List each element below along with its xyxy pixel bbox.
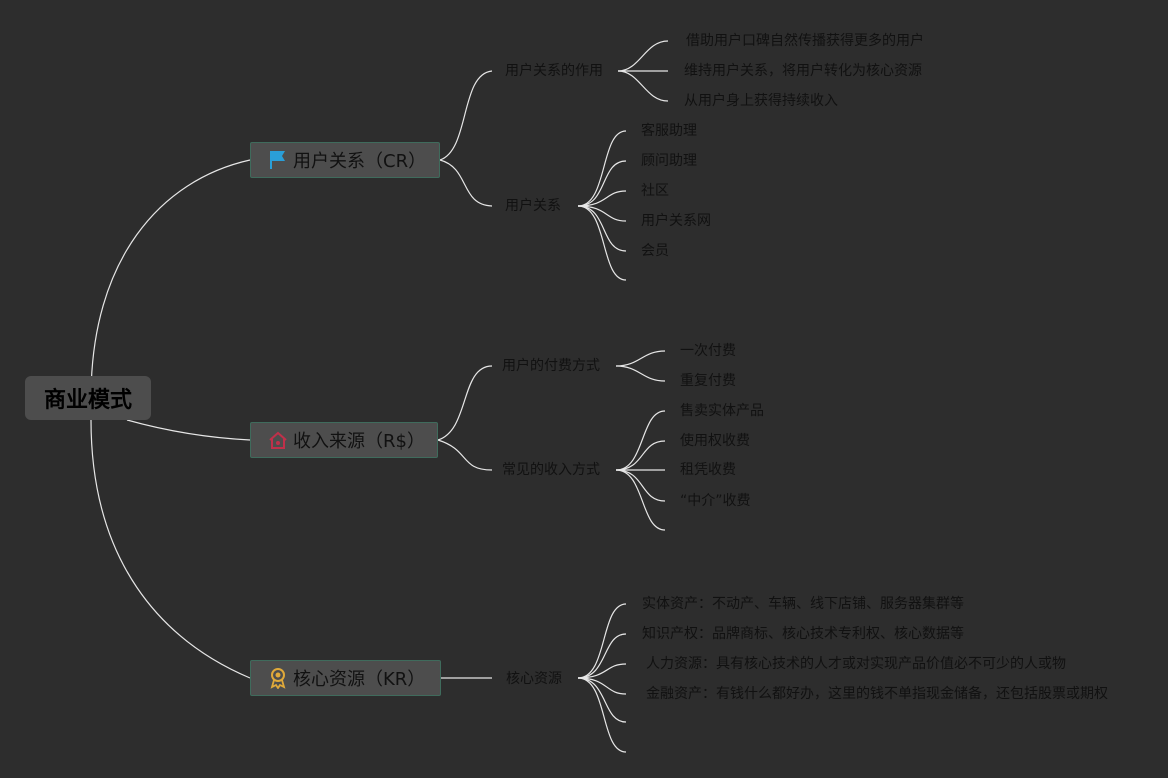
leaf-item[interactable]: 借助用户口碑自然传播获得更多的用户 — [686, 33, 924, 49]
leaf-item[interactable]: 租凭收费 — [680, 462, 736, 478]
subtopic-rs-common[interactable]: 常见的收入方式 — [502, 462, 600, 478]
leaf-item[interactable]: 社区 — [641, 183, 669, 199]
topic-revenue-streams[interactable]: 收入来源（R$） — [250, 422, 438, 458]
subtopic-kr[interactable]: 核心资源 — [506, 671, 562, 687]
topic-label: 用户关系（CR） — [293, 151, 427, 172]
connector-cr-g2 — [439, 159, 493, 207]
leaf-item[interactable]: 会员 — [641, 243, 669, 259]
connector-root-rs — [126, 419, 251, 441]
leaf-item[interactable]: 金融资产：有钱什么都好办，这里的钱不单指现金储备，还包括股票或期权 — [646, 686, 1108, 702]
leaf-item[interactable]: 知识产权：品牌商标、核心技术专利权、核心数据等 — [642, 626, 964, 642]
leaf-item[interactable]: 用户关系网 — [641, 213, 711, 229]
leaf-item[interactable]: 使用权收费 — [680, 433, 750, 449]
leaf-item[interactable]: 售卖实体产品 — [680, 403, 764, 419]
leaf-item[interactable]: 顾问助理 — [641, 153, 697, 169]
red-house-icon — [267, 429, 289, 451]
root-topic[interactable]: 商业模式 — [25, 376, 151, 420]
blue-flag-icon — [267, 149, 289, 171]
connector-root-kr — [90, 419, 251, 679]
leaf-item[interactable]: 实体资产：不动产、车辆、线下店铺、服务器集群等 — [642, 596, 964, 612]
connector-cr-g1 — [439, 70, 493, 161]
leaf-item[interactable]: 客服助理 — [641, 123, 697, 139]
leaf-item[interactable]: 维持用户关系，将用户转化为核心资源 — [684, 63, 922, 79]
subtopic-cr-role[interactable]: 用户关系的作用 — [505, 63, 603, 79]
connector-root-cr — [90, 159, 251, 399]
topic-label: 核心资源（KR） — [293, 669, 426, 690]
leaf-item[interactable]: 从用户身上获得持续收入 — [684, 93, 838, 109]
connector-rs-g2 — [437, 439, 493, 471]
connector-rs-g1 — [437, 365, 493, 441]
subtopic-rs-payment[interactable]: 用户的付费方式 — [502, 358, 600, 374]
leaf-item[interactable]: 一次付费 — [680, 343, 736, 359]
leaf-item[interactable]: 重复付费 — [680, 373, 736, 389]
topic-customer-relationships[interactable]: 用户关系（CR） — [250, 142, 440, 178]
leaf-item[interactable]: “中介”收费 — [680, 493, 751, 509]
topic-key-resources[interactable]: 核心资源（KR） — [250, 660, 441, 696]
topic-label: 收入来源（R$） — [293, 431, 425, 452]
subtopic-cr-types[interactable]: 用户关系 — [505, 198, 561, 214]
gold-medal-icon — [267, 667, 289, 689]
leaf-item[interactable]: 人力资源：具有核心技术的人才或对实现产品价值必不可少的人或物 — [646, 656, 1066, 672]
